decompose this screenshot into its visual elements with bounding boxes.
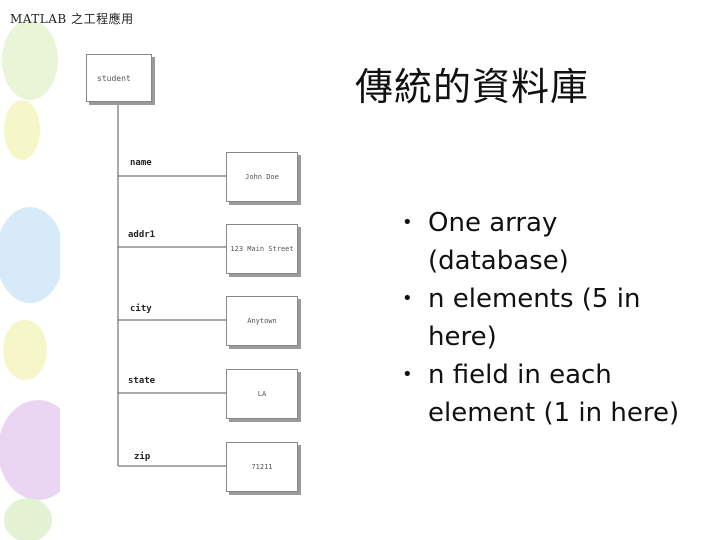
field-value-state: LA (257, 390, 267, 398)
deco-balloon-green-2 (4, 498, 52, 540)
bullet-text-elements: n elements (5 in here) (428, 284, 641, 352)
bullet-text-fields: n field in each element (1 in here) (428, 360, 680, 428)
deco-balloon-green (2, 20, 58, 100)
field-value-name: John Doe (245, 173, 279, 181)
bullet-list: • One array (database) • n elements (5 i… (402, 204, 702, 432)
header-text: MATLAB 之工程應用 (10, 12, 134, 26)
bullet-dot-icon: • (402, 364, 413, 385)
deco-balloon-yellow (4, 100, 40, 160)
deco-balloon-yellow-2 (3, 320, 47, 380)
field-label-zip: zip (134, 452, 151, 462)
deco-balloon-purple (0, 400, 78, 500)
field-value-box-name: John Doe (226, 152, 298, 202)
field-value-box-state: LA (226, 369, 298, 419)
field-value-addr1: 123 Main Street (230, 245, 294, 253)
field-value-box-city: Anytown (226, 296, 298, 346)
field-value-zip: 71211 (251, 463, 273, 471)
slide-title: 傳統的資料庫 (355, 65, 590, 109)
field-value-box-addr1: 123 Main Street (226, 224, 298, 274)
field-label-state: state (128, 376, 156, 386)
structure-diagram-panel (60, 52, 318, 498)
root-struct-label: student (97, 73, 131, 83)
field-value-city: Anytown (247, 317, 277, 325)
bullet-item: • n elements (5 in here) (402, 280, 702, 356)
bullet-item: • n field in each element (1 in here) (402, 356, 702, 432)
bullet-text-array: One array (database) (428, 208, 569, 276)
bullet-dot-icon: • (402, 212, 413, 233)
field-label-city: city (130, 304, 152, 314)
field-value-box-zip: 71211 (226, 442, 298, 492)
root-struct-box: student (86, 54, 152, 102)
bullet-dot-icon: • (402, 288, 413, 309)
deco-balloon-blue (0, 207, 64, 303)
field-label-name: name (130, 158, 152, 168)
field-label-addr1: addr1 (128, 230, 156, 240)
bullet-item: • One array (database) (402, 204, 702, 280)
